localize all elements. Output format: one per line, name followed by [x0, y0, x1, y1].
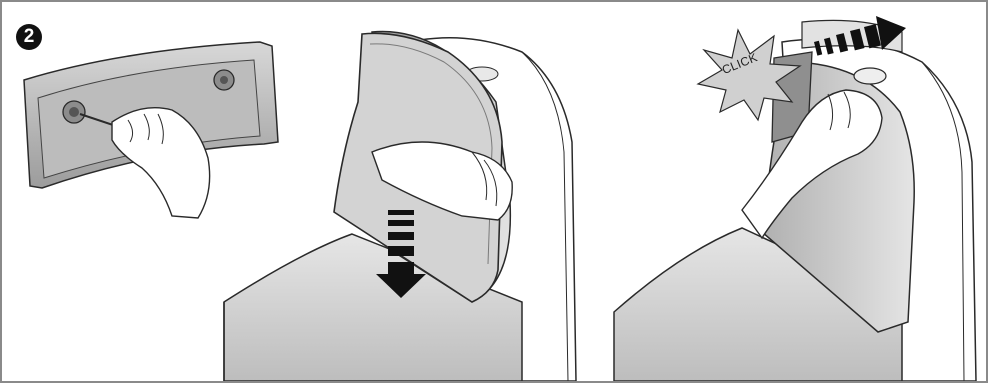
cover-removal-scene: [224, 32, 576, 381]
cover-refit-scene: [614, 16, 976, 381]
step-number-badge: 2: [16, 24, 42, 50]
wall-bracket-scene: [24, 42, 278, 218]
